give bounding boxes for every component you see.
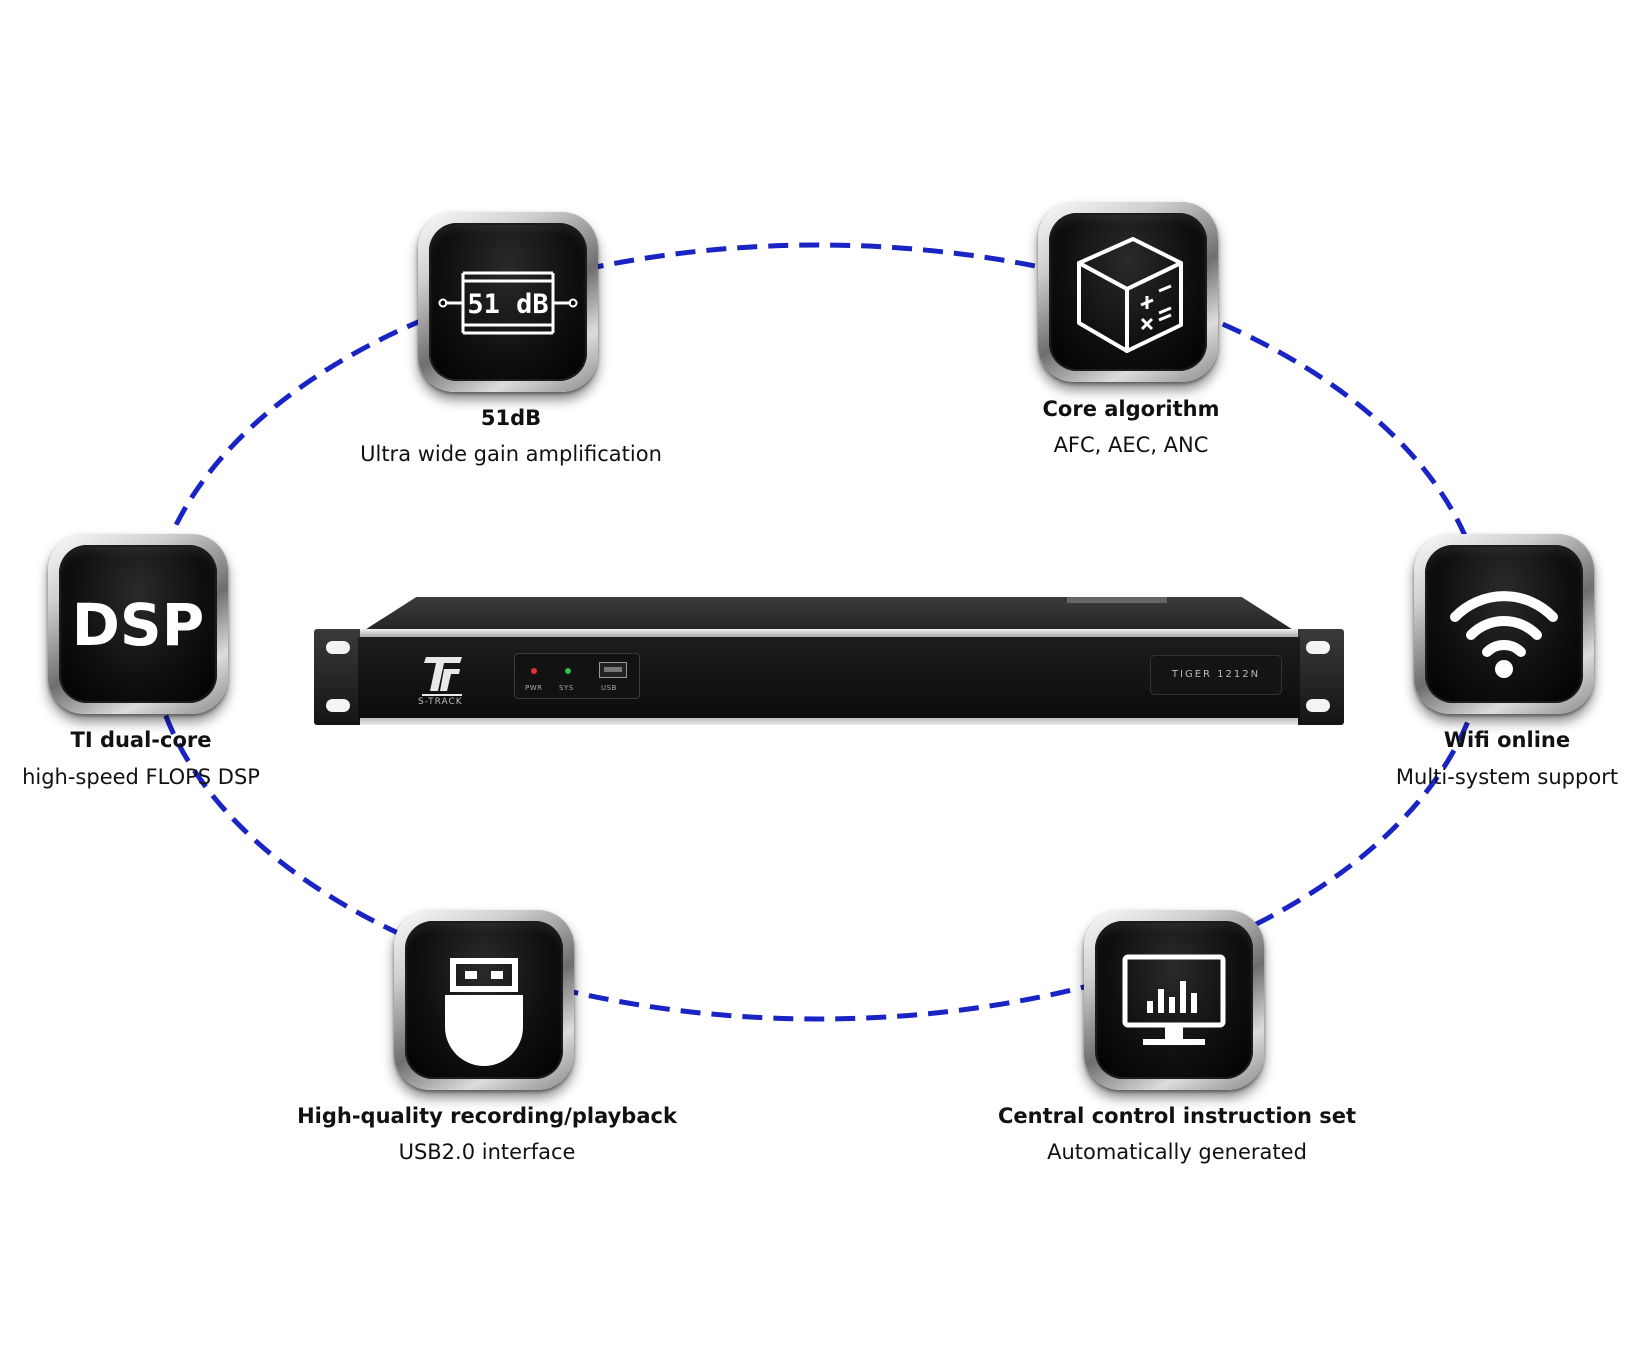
- dsp-subtitle: high-speed FLOPS DSP: [22, 765, 260, 789]
- usb-label: USB: [601, 684, 617, 692]
- usb-subtitle: USB2.0 interface: [398, 1140, 576, 1164]
- usb-title: High-quality recording/playback: [297, 1104, 677, 1128]
- usb-tile: [394, 910, 574, 1090]
- algorithm-subtitle: AFC, AEC, ANC: [1053, 433, 1209, 457]
- rack-processor-device: S-TRACK PWR SYS USB TIGER 1212N: [314, 597, 1344, 727]
- gain-icon-text: 51 dB: [467, 289, 548, 320]
- sys-led: [565, 668, 571, 674]
- sys-label: SYS: [559, 684, 574, 692]
- wifi-icon: [1450, 591, 1558, 678]
- brand-logo-icon: [422, 657, 462, 696]
- wifi-title: Wifi online: [1443, 728, 1571, 752]
- device-trim: [360, 629, 1298, 639]
- status-panel: PWR SYS USB: [514, 653, 640, 699]
- control-title: Central control instruction set: [998, 1104, 1356, 1128]
- device-top-cover: [360, 597, 1298, 633]
- wifi-subtitle: Multi-system support: [1395, 765, 1619, 789]
- gain-subtitle: Ultra wide gain amplification: [360, 442, 662, 466]
- pwr-label: PWR: [525, 684, 543, 692]
- model-label: TIGER 1212N: [1150, 655, 1282, 695]
- dsp-icon-text: DSP: [72, 591, 204, 659]
- gain-tile: 51 dB: [418, 212, 598, 392]
- gain-block-icon: 51 dB: [438, 271, 578, 335]
- device-bottom-trim: [360, 718, 1298, 725]
- usb-port[interactable]: [599, 662, 627, 678]
- algorithm-tile: [1038, 202, 1218, 382]
- dsp-tile: DSP: [48, 534, 228, 714]
- device-front-panel: S-TRACK PWR SYS USB TIGER 1212N: [358, 637, 1300, 719]
- control-subtitle: Automatically generated: [1047, 1140, 1307, 1164]
- right-rack-ear: [1294, 629, 1344, 725]
- monitor-chart-icon: [1122, 954, 1226, 1045]
- algorithm-title: Core algorithm: [1042, 397, 1220, 421]
- gain-title: 51dB: [480, 406, 542, 430]
- usb-drive-icon: [445, 958, 523, 1066]
- dsp-title: TI dual-core: [70, 728, 212, 752]
- dsp-icon: DSP: [72, 591, 204, 659]
- pwr-led: [531, 668, 537, 674]
- math-cube-icon: [1077, 237, 1183, 353]
- control-tile: [1084, 910, 1264, 1090]
- left-rack-ear: [314, 629, 364, 725]
- wifi-tile: [1414, 534, 1594, 714]
- brand-name: S-TRACK: [418, 697, 463, 707]
